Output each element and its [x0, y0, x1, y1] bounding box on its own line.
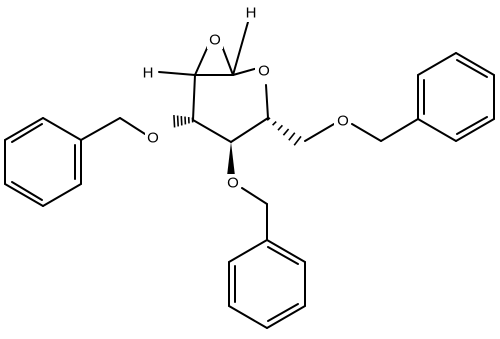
o4-label: O — [227, 175, 239, 192]
pyranose-ring — [192, 67, 269, 143]
bond-c2-epoxide-o — [194, 45, 209, 76]
c1-hydrogen-label: H — [246, 5, 257, 22]
bond-c1-h — [232, 21, 249, 76]
benzene-ring-bottom — [228, 239, 306, 329]
bond-o3-ch2 — [119, 117, 146, 135]
hashed-bond-c5-c6 — [266, 117, 302, 146]
o3-label: O — [147, 130, 159, 147]
benzyloxy-group-c4 — [228, 187, 306, 329]
bond-c5-c4 — [230, 117, 269, 143]
bond-c6-o6 — [304, 123, 335, 142]
benzene-ring-right — [417, 52, 495, 142]
bond-ring-o-c5 — [265, 84, 269, 119]
bond-c1-epoxide-o — [221, 45, 234, 76]
o6-label: O — [337, 113, 349, 130]
benzyloxymethyl-group-c5 — [304, 52, 495, 142]
epoxide-ring — [194, 45, 234, 76]
atom-labels: O O H H O O O — [140, 4, 350, 192]
bond-c4-c3 — [192, 119, 232, 143]
bond-o4-ch2 — [241, 187, 268, 205]
bond-o6-ch2 — [351, 123, 382, 142]
bond-ch2-ipso-left — [80, 117, 121, 141]
hydrogen-bonds — [158, 21, 249, 76]
c2-hydrogen-label: H — [143, 65, 154, 82]
epoxide-oxygen-label: O — [209, 32, 221, 49]
ring-oxygen-label: O — [258, 63, 270, 80]
bond-c3-c2 — [192, 74, 196, 121]
bond-c2-h — [158, 71, 196, 76]
benzene-ring-left — [4, 117, 82, 207]
benzyloxy-group-c3 — [4, 117, 146, 207]
bond-ch2-ipso-right — [380, 118, 419, 142]
bond-c1-ring-o — [232, 67, 259, 76]
wedge-bond-c4-o4 — [227, 142, 235, 176]
hashed-bond-c3-o3 — [173, 115, 194, 128]
